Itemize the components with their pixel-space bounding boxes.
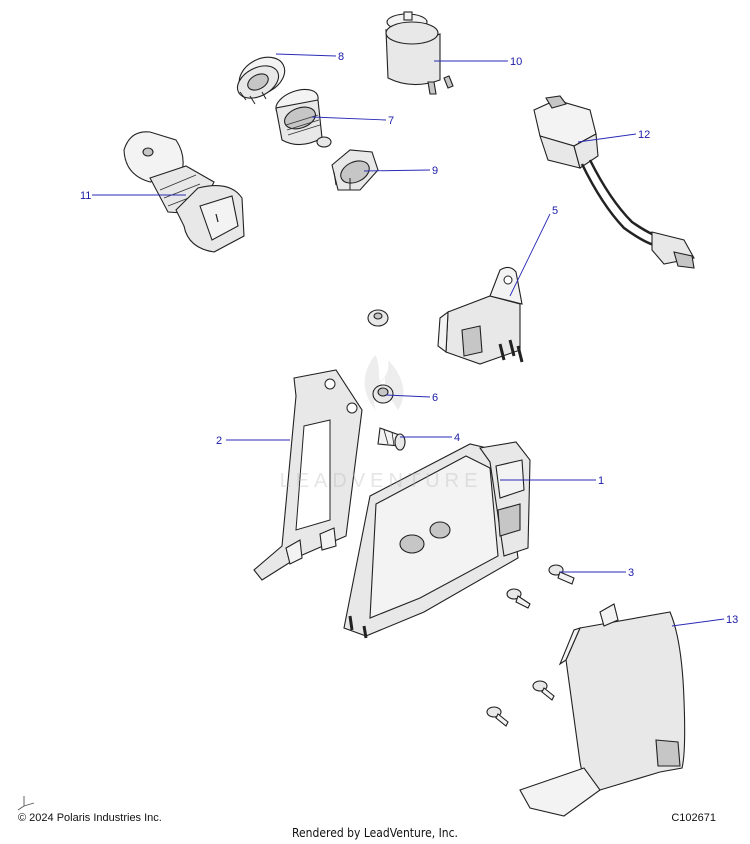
part-8-nut[interactable] <box>232 50 291 105</box>
callout-11[interactable]: 11 <box>80 190 91 202</box>
part-2-bracket[interactable] <box>253 369 363 581</box>
axis-triad-icon <box>17 796 35 811</box>
callout-4[interactable]: 4 <box>454 432 460 444</box>
callout-labels: 1 2 3 4 5 6 7 8 9 10 11 12 13 <box>80 51 738 626</box>
part-9-hex-nut[interactable] <box>331 149 379 191</box>
callout-10[interactable]: 10 <box>510 56 522 68</box>
part-5-relay[interactable] <box>437 266 524 365</box>
callout-5[interactable]: 5 <box>552 205 558 217</box>
bolt-small[interactable] <box>367 309 389 327</box>
callout-12[interactable]: 12 <box>638 129 650 141</box>
callout-7[interactable]: 7 <box>388 115 394 127</box>
part-6-nut[interactable] <box>372 384 394 404</box>
callout-1[interactable]: 1 <box>598 475 604 487</box>
callout-8[interactable]: 8 <box>338 51 344 63</box>
part-4-pin[interactable] <box>377 427 406 451</box>
part-11-connector[interactable] <box>123 131 245 253</box>
part-13-cover[interactable] <box>519 603 686 817</box>
callout-9[interactable]: 9 <box>432 165 438 177</box>
watermark-text: LEADVENTURE <box>279 470 483 492</box>
part-1-ecu-module[interactable] <box>343 441 531 639</box>
callout-6[interactable]: 6 <box>432 392 438 404</box>
callout-2[interactable]: 2 <box>216 435 222 447</box>
leader-lines <box>92 53 725 627</box>
part-3-screws[interactable] <box>486 564 575 727</box>
part-12-sensor[interactable] <box>533 95 695 269</box>
callout-3[interactable]: 3 <box>628 567 634 579</box>
copyright-text: © 2024 Polaris Industries Inc. <box>18 812 162 824</box>
rendered-by-text: Rendered by LeadVenture, Inc. <box>291 826 458 840</box>
diagram-code: C102671 <box>671 812 716 824</box>
callout-13[interactable]: 13 <box>726 614 738 626</box>
watermark-logo <box>364 355 404 410</box>
part-10-outlet[interactable] <box>385 11 454 95</box>
part-7-socket[interactable] <box>272 84 332 148</box>
